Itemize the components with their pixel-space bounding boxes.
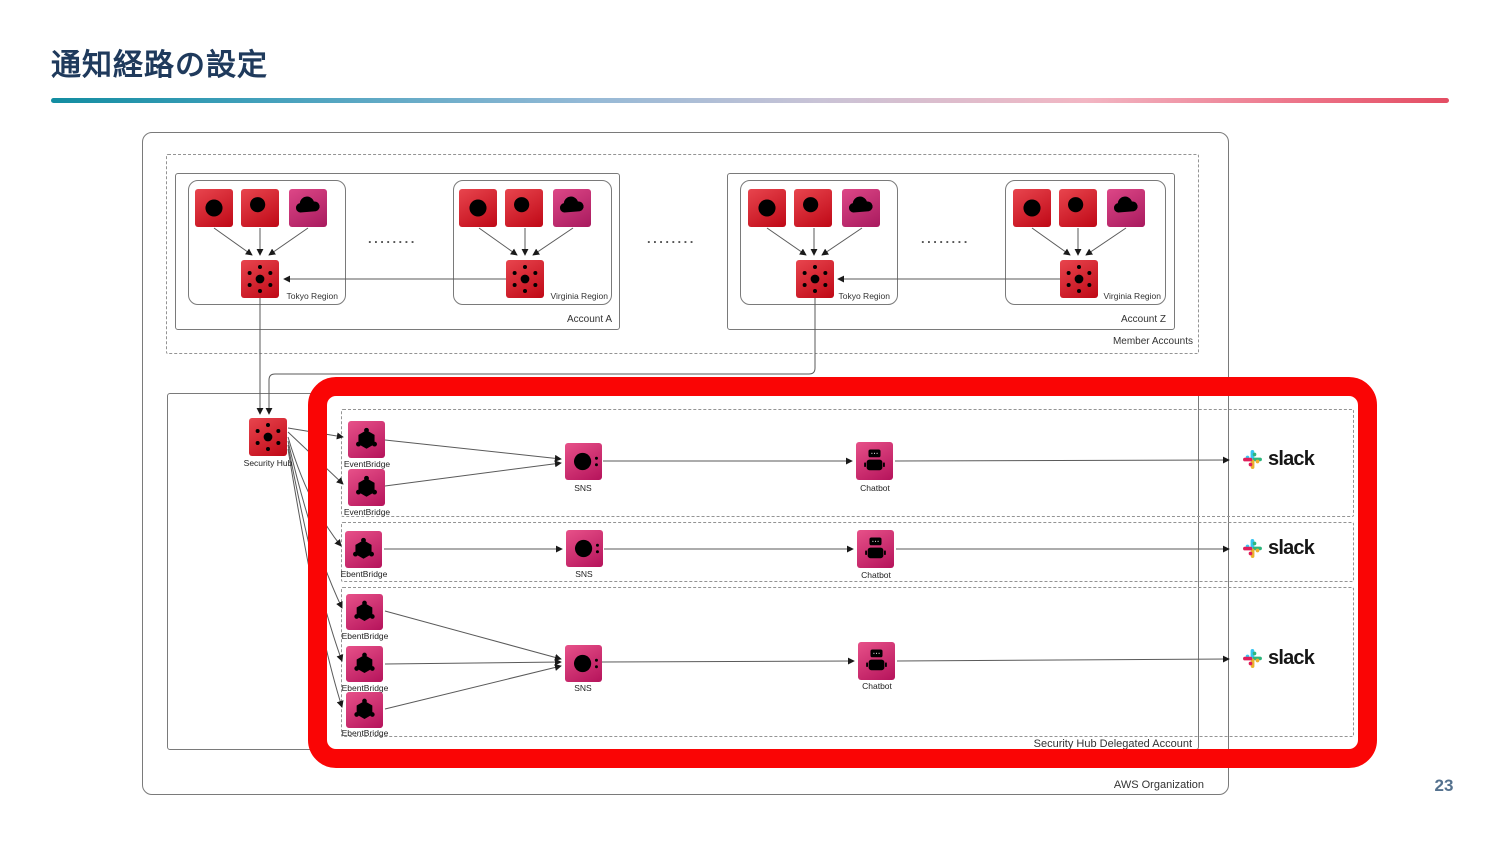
security-hub-region-icon: [1060, 260, 1098, 298]
eventbridge-icon: [346, 594, 383, 630]
account-a-tokyo-region-label: Tokyo Region: [286, 291, 338, 301]
chatbot-icon: [858, 642, 895, 680]
eventbridge-icon: [345, 531, 382, 568]
eventbridge-label: EbentBridge: [341, 683, 389, 693]
security-service-cloud-icon: [553, 189, 591, 227]
chatbot-label: Chatbot: [862, 681, 892, 691]
eventbridge-label: EbentBridge: [340, 569, 388, 579]
eventbridge-label: EventBridge: [343, 507, 391, 517]
security-service-gear-shield-icon: [748, 189, 786, 227]
security-hub-region-icon: [796, 260, 834, 298]
highlight-rectangle: [308, 377, 1377, 768]
chatbot-label: Chatbot: [860, 483, 890, 493]
security-service-cloud-icon: [289, 189, 327, 227]
sns-icon: [565, 645, 602, 682]
slack-wordmark: slack: [1268, 647, 1315, 669]
account-a-tokyo-region-box: [188, 180, 346, 305]
security-hub-label: Security Hub: [243, 458, 293, 468]
security-hub-region-icon: [241, 260, 279, 298]
page-title: 通知経路の設定: [51, 49, 268, 82]
security-hub-icon: [249, 418, 287, 456]
account-z-box: [727, 173, 1175, 330]
security-hub-region-icon: [506, 260, 544, 298]
account-z-virginia-region-label: Virginia Region: [1103, 291, 1162, 301]
account-z-tokyo-region-label: Tokyo Region: [838, 291, 890, 301]
chatbot-icon: [856, 442, 893, 480]
chatbot-icon: [857, 530, 894, 568]
ellipsis-regions-z: ........: [921, 231, 970, 246]
sns-label: SNS: [574, 683, 592, 693]
sns-icon: [566, 530, 603, 567]
security-service-gear-shield-icon: [1013, 189, 1051, 227]
sns-icon: [565, 443, 602, 480]
account-a-label: Account A: [566, 314, 612, 325]
eventbridge-icon: [348, 421, 385, 458]
sns-label: SNS: [575, 569, 593, 579]
eventbridge-icon: [346, 692, 383, 728]
security-service-magnifier-icon: [505, 189, 543, 227]
security-service-magnifier-icon: [241, 189, 279, 227]
eventbridge-label: EventBridge: [343, 459, 391, 469]
security-service-gear-shield-icon: [195, 189, 233, 227]
page-number: 23: [1434, 776, 1454, 795]
account-a-virginia-region-label: Virginia Region: [550, 291, 609, 301]
chatbot-label: Chatbot: [861, 570, 891, 580]
member-accounts-label: Member Accounts: [1112, 336, 1193, 347]
sns-label: SNS: [574, 483, 592, 493]
account-z-label: Account Z: [1120, 314, 1166, 325]
delegated-account-label: Security Hub Delegated Account: [1033, 738, 1192, 750]
ellipsis-accounts: ........: [647, 231, 696, 246]
account-z-virginia-region-box: [1005, 180, 1166, 305]
security-service-magnifier-icon: [1059, 189, 1097, 227]
eventbridge-icon: [346, 646, 383, 682]
eventbridge-label: EbentBridge: [341, 728, 389, 738]
account-z-tokyo-region-box: [740, 180, 898, 305]
eventbridge-label: EbentBridge: [341, 631, 389, 641]
title-underline: [51, 98, 1449, 103]
slack-logo: slack: [1242, 647, 1315, 669]
security-service-cloud-icon: [842, 189, 880, 227]
security-service-magnifier-icon: [794, 189, 832, 227]
slack-logo: slack: [1242, 448, 1315, 470]
slack-logo: slack: [1242, 537, 1315, 559]
slack-wordmark: slack: [1268, 448, 1315, 470]
security-service-cloud-icon: [1107, 189, 1145, 227]
slack-wordmark: slack: [1268, 537, 1315, 559]
ellipsis-regions-a: ........: [368, 231, 417, 246]
aws-organization-label: AWS Organization: [1113, 779, 1204, 791]
eventbridge-icon: [348, 469, 385, 506]
security-service-gear-shield-icon: [459, 189, 497, 227]
